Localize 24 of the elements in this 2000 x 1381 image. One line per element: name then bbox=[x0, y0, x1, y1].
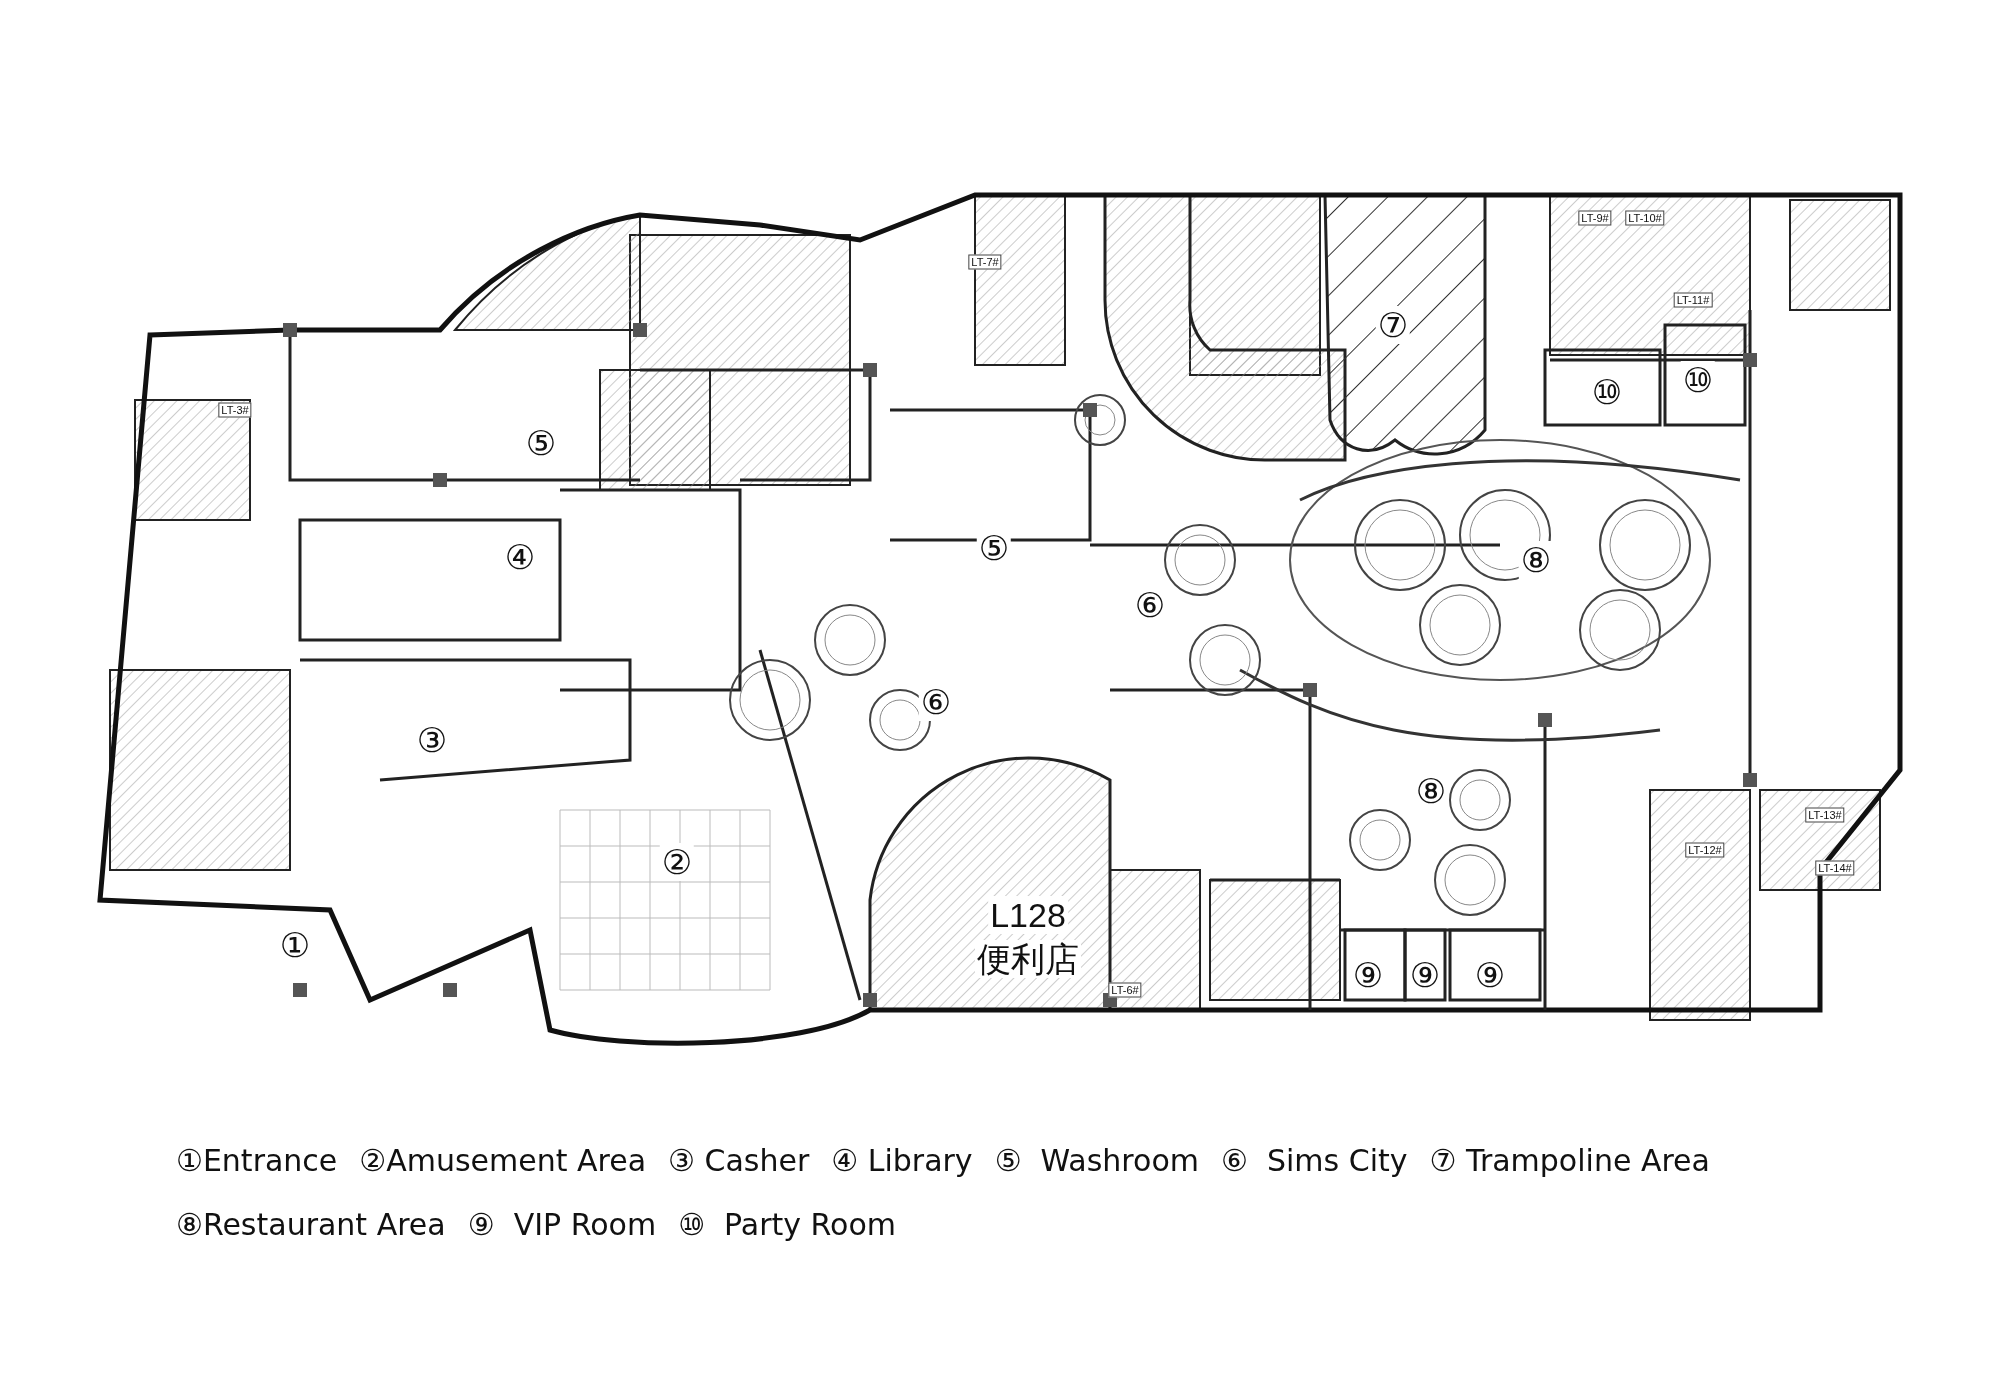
callout-number: ⑦ bbox=[1375, 306, 1411, 344]
legend-item: ⑦ Trampoline Area bbox=[1429, 1143, 1710, 1178]
room-label: 便利店 bbox=[975, 940, 1081, 978]
stair-tag: LT-14# bbox=[1815, 860, 1855, 876]
callout-number: ② bbox=[659, 843, 695, 881]
stair-tag: LT-3# bbox=[218, 402, 252, 418]
legend-item: ⑨ VIP Room bbox=[467, 1207, 657, 1242]
stair-tag: LT-6# bbox=[1108, 982, 1142, 998]
stair-tag: LT-7# bbox=[968, 254, 1002, 270]
stair-tag: LT-12# bbox=[1685, 842, 1725, 858]
legend-item: ②Amusement Area bbox=[359, 1143, 647, 1178]
legend-item: ⑧Restaurant Area bbox=[176, 1207, 446, 1242]
legend-item: ④ Library bbox=[831, 1143, 973, 1178]
legend-item: ①Entrance bbox=[176, 1143, 338, 1178]
stair-tag: LT-13# bbox=[1805, 807, 1845, 823]
stair-tag: LT-10# bbox=[1625, 210, 1665, 226]
stair-tag: LT-9# bbox=[1578, 210, 1612, 226]
room-label: L128 bbox=[988, 896, 1068, 934]
legend-item: ⑩ Party Room bbox=[678, 1207, 897, 1242]
legend-item: ⑤ Washroom bbox=[994, 1143, 1199, 1178]
legend-item: ③ Casher bbox=[668, 1143, 810, 1178]
stair-tag: LT-11# bbox=[1673, 292, 1713, 308]
legend-item: ⑥ Sims City bbox=[1221, 1143, 1408, 1178]
callout-number: ⑧ bbox=[1518, 541, 1554, 579]
